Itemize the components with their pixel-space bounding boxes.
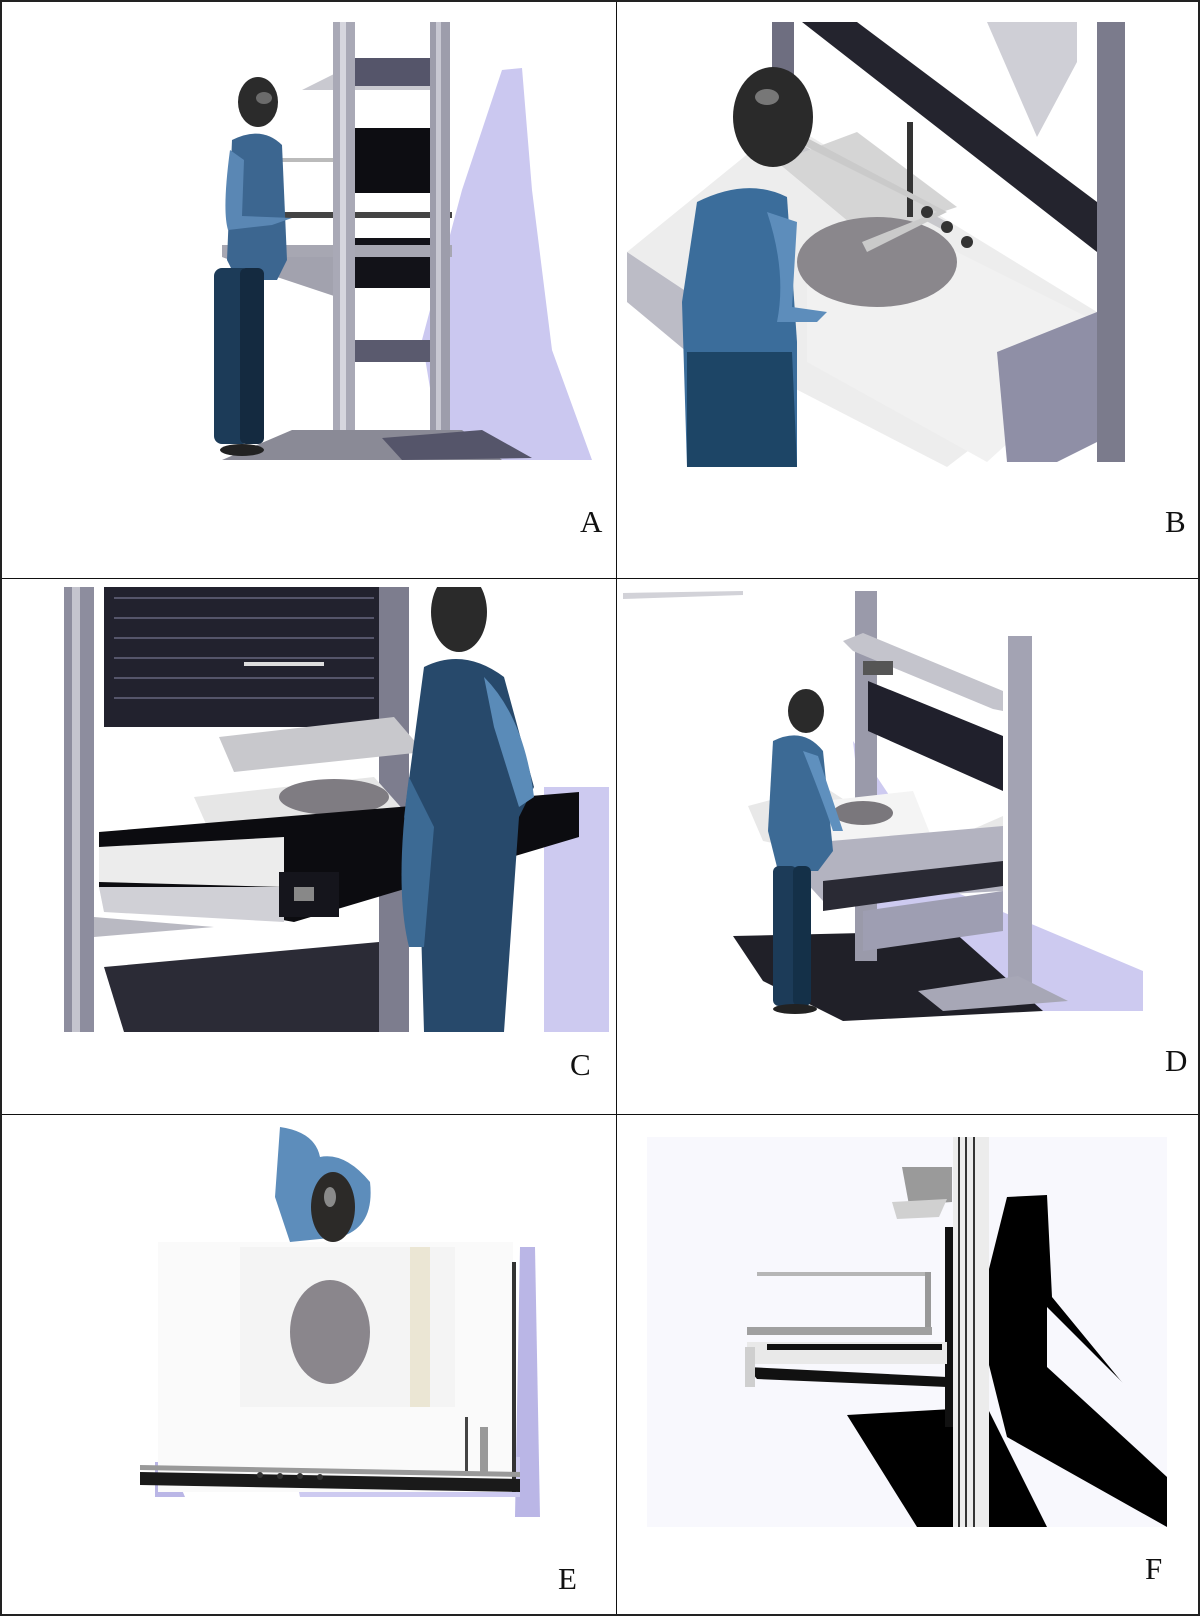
panel-d-label: D (1165, 1043, 1188, 1078)
panel-b: B (617, 2, 1198, 579)
panel-e-label: E (558, 1561, 577, 1596)
panel-f-label: F (1145, 1551, 1163, 1586)
panel-a-render (202, 20, 602, 470)
panel-a-label: A (580, 504, 603, 539)
panel-d-render (623, 591, 1163, 1021)
panel-c-label: C (570, 1047, 591, 1082)
panel-e: E (2, 1115, 617, 1614)
panel-c-render (64, 587, 609, 1032)
panel-c: C (2, 579, 617, 1115)
panel-f-render (647, 1137, 1167, 1527)
panel-f: F (617, 1115, 1198, 1614)
panel-a: A (2, 2, 617, 579)
panel-b-label: B (1165, 504, 1186, 539)
panel-e-render (140, 1127, 560, 1517)
panel-b-render (627, 22, 1167, 467)
panel-d: D (617, 579, 1198, 1115)
